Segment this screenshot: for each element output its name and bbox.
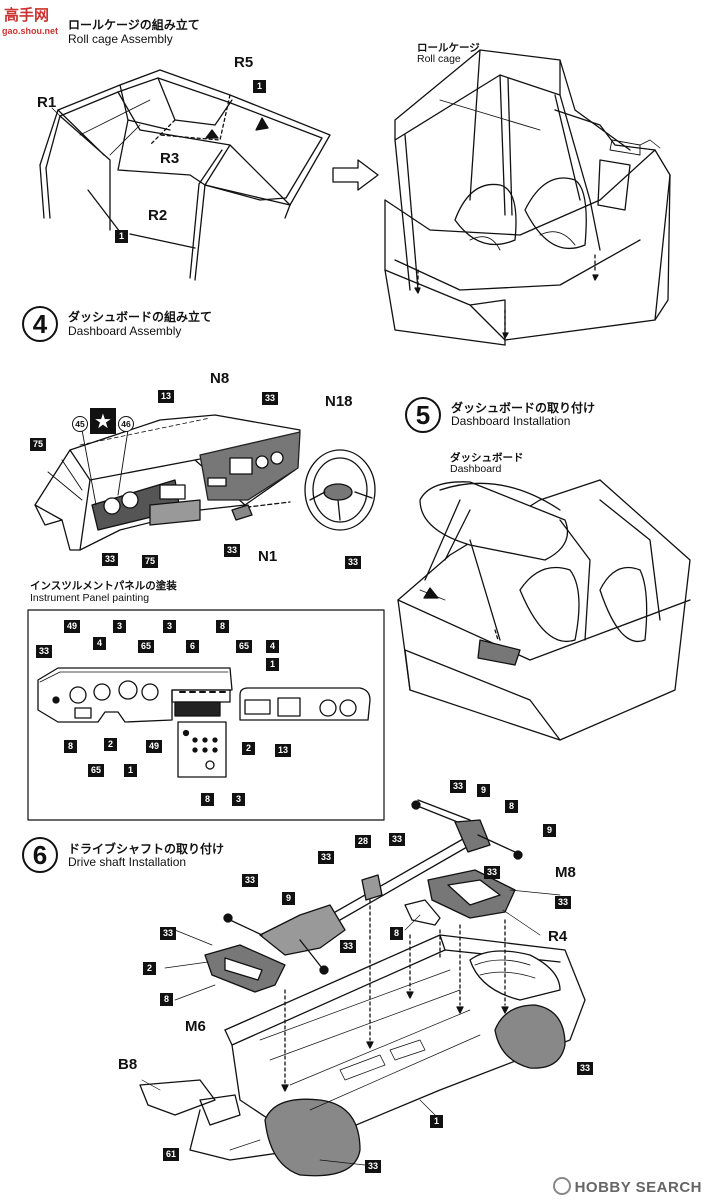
part-m6: M6 xyxy=(185,1018,206,1035)
part-r4: R4 xyxy=(548,928,568,945)
assembly-arrow xyxy=(332,159,379,191)
panel-box-65-bottom: 65 xyxy=(88,764,104,777)
dashboard-install-drawing xyxy=(397,479,691,741)
part-r1: R1 xyxy=(37,94,57,111)
ds-box-33-i: 33 xyxy=(577,1062,593,1075)
part-b8: B8 xyxy=(118,1056,138,1073)
panel-box-2-right: 2 xyxy=(242,742,255,755)
step-5-badge: 5 xyxy=(405,397,441,433)
panel-box-49-top: 49 xyxy=(64,620,80,633)
ds-box-33-h: 33 xyxy=(340,940,356,953)
part-box-33-wheel: 33 xyxy=(345,556,361,569)
part-box-33-knob: 33 xyxy=(224,544,240,557)
panel-box-33: 33 xyxy=(36,645,52,658)
part-box-75-bottom: 75 xyxy=(142,555,158,568)
star-icon: ★ xyxy=(90,408,116,434)
part-r2: R2 xyxy=(148,207,168,224)
part-n18: N18 xyxy=(325,393,353,410)
ds-box-61: 61 xyxy=(163,1148,179,1161)
part-box-1-top: 1 xyxy=(253,80,266,93)
hobby-search-icon xyxy=(552,1177,571,1195)
part-box-1-bottom: 1 xyxy=(115,230,128,243)
panel-box-4-left: 4 xyxy=(93,637,106,650)
panel-box-13: 13 xyxy=(275,744,291,757)
sec3-title-en: Roll cage Assembly xyxy=(68,32,173,46)
panel-title-jp: インスツルメントパネルの塗装 xyxy=(30,580,177,592)
sec3-title-jp: ロールケージの組み立て xyxy=(68,18,200,32)
ds-box-33-f: 33 xyxy=(242,874,258,887)
ds-box-28: 28 xyxy=(355,835,371,848)
panel-box-65-right: 65 xyxy=(236,640,252,653)
panel-box-8-bottom: 8 xyxy=(201,793,214,806)
part-n8: N8 xyxy=(210,370,230,387)
panel-box-8-top: 8 xyxy=(216,620,229,633)
panel-box-2-left: 2 xyxy=(104,738,117,751)
ds-box-33-c: 33 xyxy=(389,833,405,846)
ds-box-33-j: 33 xyxy=(365,1160,381,1173)
ds-box-1: 1 xyxy=(430,1115,443,1128)
ds-box-8-a: 8 xyxy=(505,800,518,813)
panel-box-4-right: 4 xyxy=(266,640,279,653)
ds-box-33-b: 33 xyxy=(484,866,500,879)
roll-cage-body-drawing xyxy=(384,49,671,346)
panel-box-65-top: 65 xyxy=(138,640,154,653)
panel-box-6: 6 xyxy=(186,640,199,653)
part-box-75-left: 75 xyxy=(30,438,46,451)
part-box-33-top: 33 xyxy=(262,392,278,405)
roll-cage-parts-drawing xyxy=(39,69,331,281)
sec6-title-en: Drive shaft Installation xyxy=(68,855,187,869)
part-box-33-left: 33 xyxy=(102,553,118,566)
ds-box-8-b: 8 xyxy=(390,927,403,940)
part-m8: M8 xyxy=(555,864,576,881)
sec6-title-jp: ドライブシャフトの取り付け xyxy=(68,842,225,856)
ds-box-33-a: 33 xyxy=(450,780,466,793)
hobby-search-text: HOBBY SEARCH xyxy=(574,1179,702,1196)
part-circle-45: 45 xyxy=(72,416,88,432)
ds-box-9-a: 9 xyxy=(477,784,490,797)
ds-box-2: 2 xyxy=(143,962,156,975)
roll-cage-label-en: Roll cage xyxy=(417,53,461,65)
instrument-panel-drawing xyxy=(37,667,371,778)
panel-box-3-mid: 3 xyxy=(163,620,176,633)
drive-shaft-drawing xyxy=(139,799,586,1177)
part-circle-46: 46 xyxy=(118,416,134,432)
ds-box-33-e: 33 xyxy=(555,896,571,909)
panel-box-3-bottom: 3 xyxy=(232,793,245,806)
step-4-badge: 4 xyxy=(22,306,58,342)
dashboard-assembly-drawing xyxy=(34,414,376,551)
sec4-title-en: Dashboard Assembly xyxy=(68,324,182,338)
part-box-13: 13 xyxy=(158,390,174,403)
panel-box-1-right: 1 xyxy=(266,658,279,671)
part-r5: R5 xyxy=(234,54,254,71)
hobby-search-logo: HOBBY SEARCH xyxy=(552,1177,702,1196)
sec5-title-en: Dashboard Installation xyxy=(451,414,571,428)
panel-title-en: Instrument Panel painting xyxy=(30,592,150,604)
ds-box-8-c: 8 xyxy=(160,993,173,1006)
dashboard-label-jp: ダッシュボード xyxy=(450,452,524,464)
sec4-title-jp: ダッシュボードの組み立て xyxy=(68,310,213,324)
panel-box-8-left: 8 xyxy=(64,740,77,753)
panel-box-49-bottom: 49 xyxy=(146,740,162,753)
panel-box-3-left: 3 xyxy=(113,620,126,633)
ds-box-9-c: 9 xyxy=(282,892,295,905)
roll-cage-label-jp: ロールケージ xyxy=(417,42,480,54)
watermark-url: gao.shou.net xyxy=(2,26,58,36)
ds-box-33-g: 33 xyxy=(160,927,176,940)
step-6-badge: 6 xyxy=(22,837,58,873)
watermark-logo: 高手网 xyxy=(4,6,50,24)
dashboard-label-en: Dashboard xyxy=(450,463,502,475)
sec5-title-jp: ダッシュボードの取り付け xyxy=(451,401,596,415)
panel-box-1-bottom: 1 xyxy=(124,764,137,777)
part-r3: R3 xyxy=(160,150,180,167)
ds-box-33-d: 33 xyxy=(318,851,334,864)
panel-painting-frame xyxy=(27,609,385,821)
ds-box-9-b: 9 xyxy=(543,824,556,837)
part-n1: N1 xyxy=(258,548,278,565)
